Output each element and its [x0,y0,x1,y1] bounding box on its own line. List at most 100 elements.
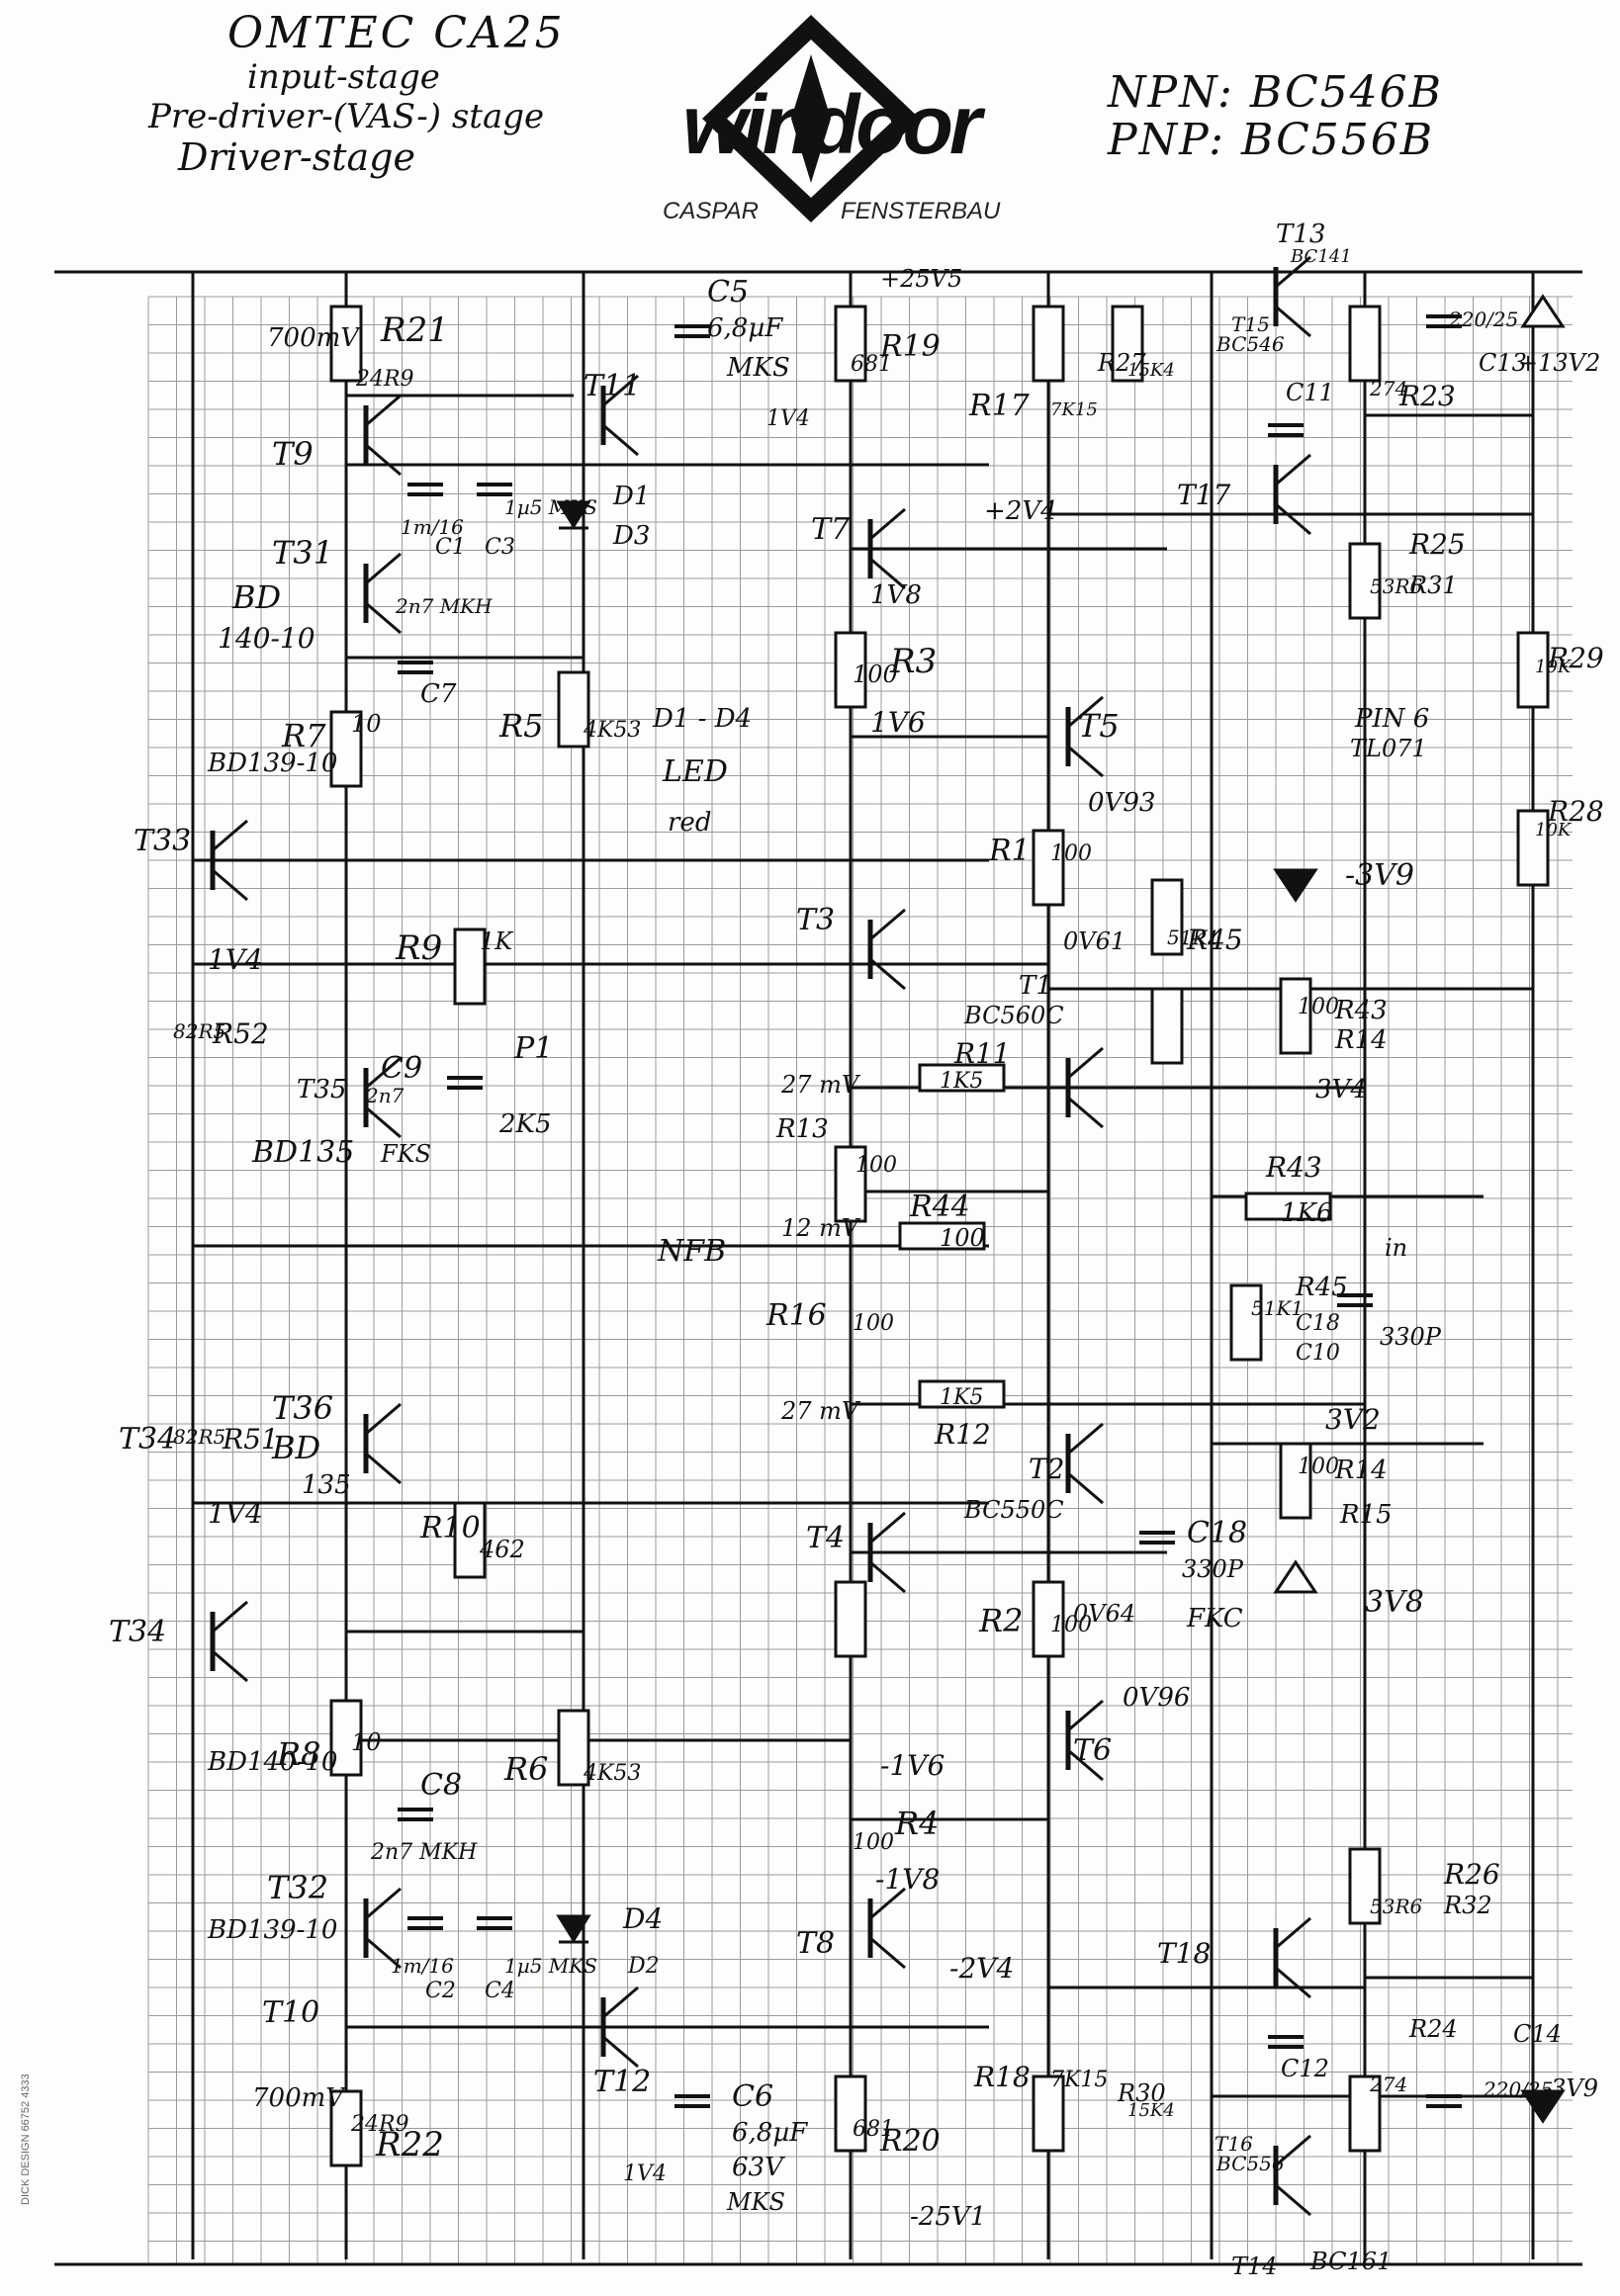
label-bd140a: BD [231,578,281,616]
label-t16: T16 [1215,2132,1253,2156]
label-r15: R15 [1339,1500,1393,1530]
label-r11: R11 [953,1037,1011,1070]
label-r2v: 100 [1050,1613,1092,1637]
label-c6v3: MKS [726,2188,785,2216]
logo-wordmark: windoor [682,78,982,171]
label-r44: R44 [909,1190,970,1224]
label-r14: R14 [1334,1025,1388,1055]
label-m3v9b: -3V9 [1543,2075,1598,2102]
label-v1v4b: 1V4 [208,1497,263,1530]
label-v2v4a: +2V4 [984,496,1057,526]
label-r18v: 7K15 [1050,2068,1108,2092]
label-r19v: 681 [851,352,892,377]
label-c18av: 330P [1380,1323,1442,1351]
label-c7: C7 [420,679,457,709]
title-line-4: Driver-stage [178,135,415,180]
label-v1v4a: 1V4 [208,943,263,976]
label-r12v: 1K5 [940,1385,983,1410]
label-v2v4b: -2V4 [949,1952,1014,1985]
label-c5: C5 [707,275,749,309]
label-r5v: 4K53 [583,718,641,743]
label-r21v: 24R9 [355,367,414,392]
label-v0v93: 0V93 [1088,788,1155,818]
label-fks: FKS [380,1140,431,1168]
label-r18: R18 [973,2061,1031,2093]
label-r45av: 51K1 [1167,926,1219,949]
label-r29v: 10K [1535,657,1573,677]
label-r23v: 274 [1369,377,1407,400]
label-bc546: BC546 [1215,332,1285,356]
label-p1v: 2K5 [498,1109,552,1139]
label-r1v: 100 [1050,841,1092,866]
label-r45bv: 51K1 [1251,1296,1304,1320]
label-t15: T15 [1231,312,1270,336]
label-c12: C12 [1281,2055,1329,2082]
label-c4: C4 [485,1979,515,2003]
label-v3v2: 3V2 [1325,1403,1381,1436]
label-c18b: C18 [1187,1516,1247,1550]
title-block: OMTEC CA25 input-stage Pre-driver-(VAS-)… [148,8,566,181]
label-r19: R19 [879,329,941,364]
side-print: DICK DESIGN 66752 4333 [20,2074,32,2205]
label-r8: R8 [276,1735,320,1773]
label-r43bv: 1K6 [1281,1198,1333,1228]
label-r11v: 1K5 [940,1069,983,1094]
label-t11: T11 [584,369,641,403]
circuit-wires [54,270,1582,2266]
label-c8v: 2n7 MKH [370,1840,478,1865]
label-r15v: 100 [1298,1455,1339,1479]
label-bc556: BC556 [1215,2152,1285,2175]
label-pin6: PIN 6 [1354,704,1429,734]
label-c2: C2 [425,1979,456,2003]
label-bd135c: 135 [302,1470,351,1500]
label-r45b: R45 [1295,1273,1348,1302]
label-tl071: TL071 [1350,735,1427,762]
label-r6: R6 [503,1750,548,1788]
label-t7: T7 [811,512,851,547]
label-r52v: 82R5 [173,1019,225,1043]
label-r43: R43 [1334,996,1388,1025]
label-t8: T8 [796,1926,835,1961]
title-line-1: OMTEC CA25 [227,8,566,58]
label-bc550c: BC550C [963,1496,1064,1524]
label-t18: T18 [1157,1937,1211,1970]
label-c18a: C18 [1296,1311,1340,1336]
label-t13: T13 [1276,220,1325,249]
label-t2: T2 [1029,1453,1065,1485]
label-t5: T5 [1078,707,1120,745]
label-d1: D1 [612,482,650,511]
label-r13v: 100 [855,1153,897,1178]
label-c3v: 1µ5 MKS [504,495,597,519]
label-r7v: 10 [351,710,382,738]
label-t34b: T34 [109,1615,166,1649]
label-mv12: 12 mV [781,1214,861,1242]
label-r10: R10 [419,1511,481,1545]
label-v1v4d: 1V4 [623,2162,667,2186]
label-bd140b: 140-10 [218,622,315,655]
label-v700b: 700mV [252,2083,346,2113]
label-c10: C10 [1296,1341,1340,1366]
label-t17: T17 [1177,479,1230,511]
label-r13: R13 [775,1114,829,1144]
label-c7v: 2n7 MKH [395,594,493,618]
label-t1: T1 [1019,971,1052,1001]
label-bc560c: BC560C [963,1002,1064,1029]
label-c5v1: 6,8µF [707,313,783,343]
label-p1: P1 [513,1031,553,1066]
label-t3: T3 [796,903,835,937]
label-r8v: 10 [351,1728,382,1756]
title-line-2: input-stage [247,57,440,98]
label-c6v1: 6,8µF [732,2118,808,2148]
label-c9: C9 [381,1051,422,1086]
label-r21: R21 [380,310,449,350]
label-bc141a: BC141 [1290,246,1352,267]
label-r23: R23 [1398,380,1456,412]
label-r44v: 100 [940,1224,985,1252]
label-r51v: 82R5 [173,1425,225,1449]
label-v1v8b: -1V8 [875,1863,940,1896]
label-t9: T9 [272,435,314,473]
label-r26v: 53R6 [1370,1895,1423,1918]
label-r28v: 10K [1535,820,1573,840]
label-c2v: 1m/16 [391,1954,454,1978]
